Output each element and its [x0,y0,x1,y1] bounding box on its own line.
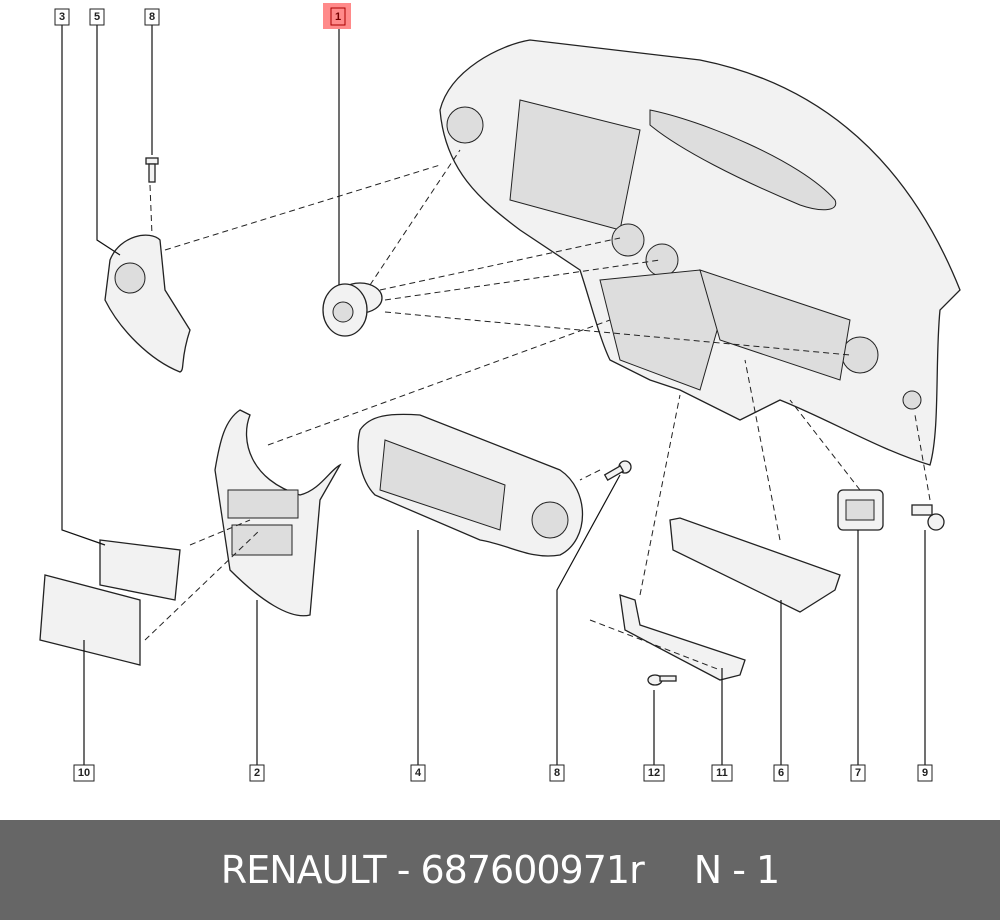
callout-5: 5 [89,8,105,26]
callout-label: 1 [335,11,341,23]
separator: - [385,848,421,892]
part-1-air-vent [322,282,383,337]
callout-8-bottom: 8 [549,764,565,782]
callout-3: 3 [54,8,70,26]
callout-label: 6 [778,767,784,779]
callout-label: 10 [78,767,90,779]
part-9-clip [911,504,945,531]
callout-8-top: 8 [144,8,160,26]
callout-label: 11 [716,767,728,779]
callout-label: 12 [648,767,660,779]
callout-9: 9 [917,764,933,782]
callout-4: 4 [410,764,426,782]
part-5-side-trim [104,234,191,373]
footer-caption: RENAULT - 687600971r N - 1 [0,820,1000,920]
callout-12: 12 [643,764,665,782]
exploded-parts-diagram: 3 5 8 1 10 2 4 8 12 11 6 7 9 [39,3,961,782]
callout-label: 8 [554,767,560,779]
callout-label: 8 [149,11,155,23]
brand-name: RENAULT [220,848,387,892]
callout-10: 10 [73,764,95,782]
callout-label: 3 [59,11,65,23]
callout-label: 5 [94,11,100,23]
callout-label: 9 [922,767,928,779]
part-11-bracket [619,594,746,681]
part-3-bracket [99,539,181,601]
part-7-latch [837,489,884,531]
part-6-storage-tray [669,517,841,613]
callout-label: 7 [855,767,861,779]
part-10-panel [39,574,141,666]
page-indicator: N - 1 [693,848,780,892]
callout-label: 4 [415,767,422,779]
callout-6: 6 [773,764,789,782]
callout-2: 2 [249,764,265,782]
leader-lines [61,25,926,765]
callout-11: 11 [711,764,733,782]
assembly-lines [144,149,931,671]
part-8-screw-bottom [603,460,632,481]
callout-7: 7 [850,764,866,782]
part-12-screw [647,674,677,686]
part-8-screw-top [145,157,159,183]
part-number: 687600971r [420,848,644,892]
callout-1-highlighted: 1 [323,3,351,29]
callout-label: 2 [254,767,260,779]
dashboard-assembly [439,39,961,466]
